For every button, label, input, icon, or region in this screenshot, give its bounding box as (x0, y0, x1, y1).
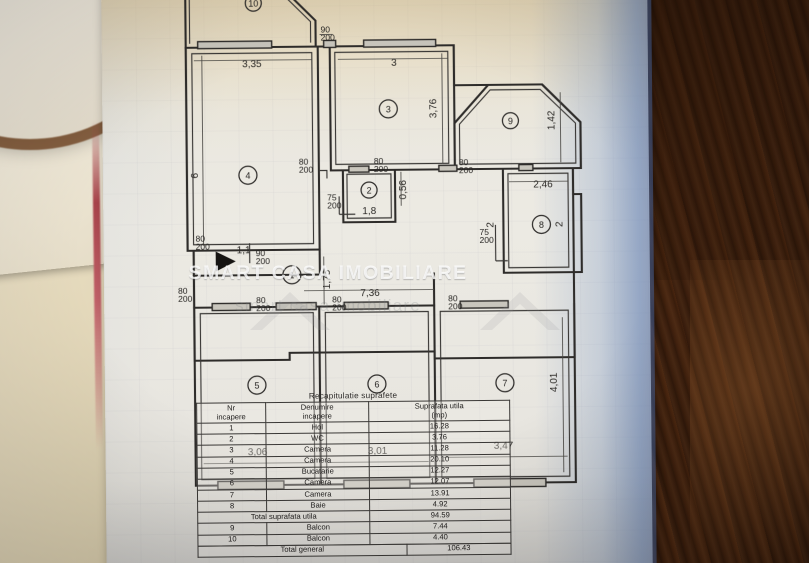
door-80-200-c-line2: 200 (256, 303, 271, 313)
door-80-200-g-line2: 200 (299, 165, 314, 175)
room-number-4: 4 (245, 171, 250, 181)
dim-1-1: 1,1 (237, 245, 251, 256)
door-80-200-d-line1: 80 (332, 294, 342, 304)
door-80-200-g-line1: 80 (299, 157, 309, 167)
door-80-200-a-line2: 200 (374, 164, 389, 174)
dim-2-left: 2 (485, 222, 496, 228)
room-number-2: 2 (367, 186, 372, 196)
dim-7-36: 7,36 (360, 288, 380, 299)
dim-3-47: 3,47 (494, 441, 514, 452)
door-80-200-f-line1: 80 (178, 286, 188, 296)
dim-3: 3 (391, 58, 397, 69)
room-number-6: 6 (374, 379, 379, 389)
dim-2-right: 2 (554, 221, 565, 227)
wood-shadow (640, 0, 809, 280)
door-80-200-b-line1: 80 (459, 157, 469, 167)
room-number-1: 1 (289, 270, 294, 280)
dim-4-01: 4,01 (549, 372, 560, 392)
room-number-3: 3 (386, 104, 391, 114)
dim-1-75: 1,75 (322, 269, 333, 289)
door-90-200-top-line1: 90 (320, 24, 330, 34)
dim-3-76: 3,76 (428, 98, 439, 118)
dim-3-06: 3,06 (248, 447, 268, 458)
dim-0-56: 0,56 (398, 180, 409, 200)
dim-1-8: 1,8 (362, 206, 376, 217)
dim-3-35: 3,35 (242, 59, 262, 70)
door-75-200-a-line1: 75 (327, 192, 337, 202)
wood-highlight (690, 260, 809, 563)
door-80-200-left-line1: 80 (195, 234, 205, 244)
room-number-8: 8 (539, 220, 544, 230)
dim-2-46: 2,46 (533, 179, 553, 190)
room-number-10: 10 (248, 0, 258, 9)
door-90-200-top-line2: 200 (321, 32, 336, 42)
door-80-200-c-line1: 80 (256, 295, 266, 305)
room-number-9: 9 (508, 116, 513, 126)
door-90-200-entry-line1: 90 (256, 248, 266, 258)
door-90-200-entry-line2: 200 (256, 256, 271, 266)
door-80-200-e-line1: 80 (448, 293, 458, 303)
room-number-7: 7 (502, 378, 507, 388)
door-80-200-d-line2: 200 (332, 302, 347, 312)
dim-6: 6 (190, 172, 201, 178)
door-75-200-b-line1: 75 (479, 227, 489, 237)
floor-plan-drawing: 10 4 3,35 6 3 3 3,76 (101, 0, 653, 563)
door-80-200-left-line2: 200 (196, 242, 211, 252)
room-number-5: 5 (254, 381, 259, 391)
door-80-200-f-line2: 200 (178, 294, 193, 304)
dim-3-01: 3,01 (368, 446, 388, 457)
door-80-200-e-line2: 200 (448, 301, 463, 311)
entrance-arrow-icon (215, 251, 236, 272)
door-80-200-b-line2: 200 (459, 165, 474, 175)
dim-1-42: 1,42 (546, 110, 557, 130)
door-75-200-a-line2: 200 (327, 200, 342, 210)
door-80-200-a-line1: 80 (374, 156, 384, 166)
door-75-200-b-line2: 200 (480, 235, 495, 245)
